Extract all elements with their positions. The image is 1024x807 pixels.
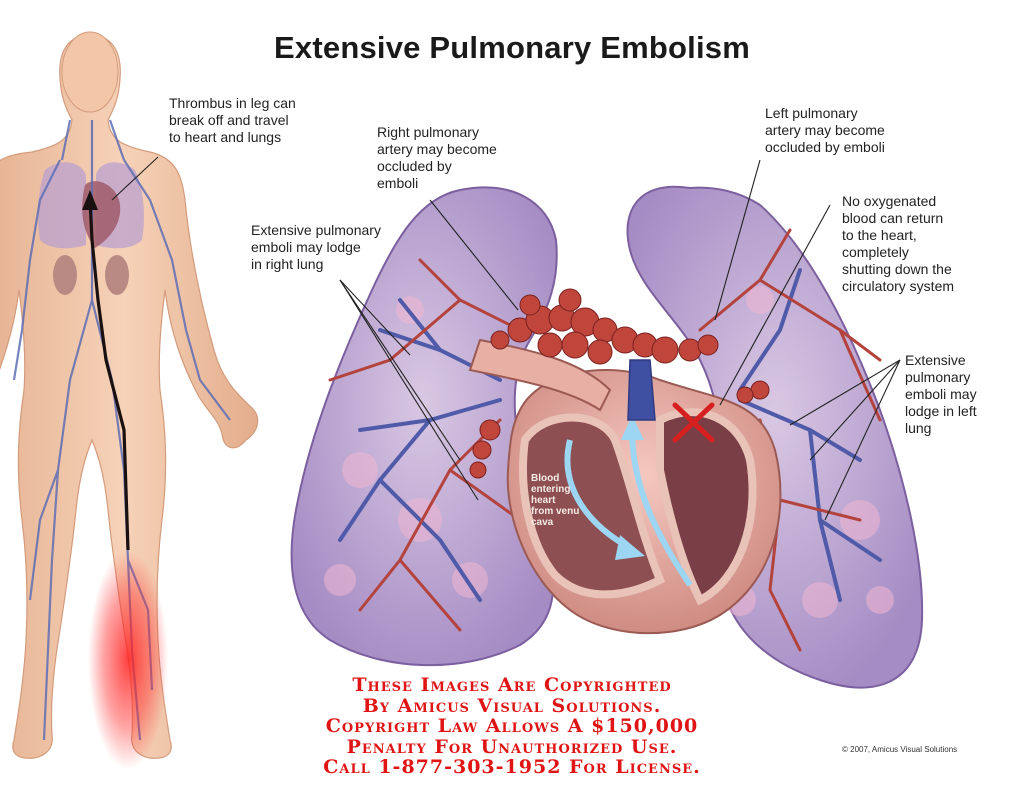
heart-group	[468, 338, 782, 635]
body-lungs	[37, 162, 144, 249]
blood-flow-arrow-down	[564, 439, 632, 551]
occlusion-x-mark	[672, 402, 715, 443]
notice-line: These Images Are Copyrighted	[352, 674, 672, 696]
vena-cava	[627, 359, 656, 421]
thrombus-path	[88, 199, 130, 551]
notice-line: Call 1-877-303-1952 For License.	[323, 756, 701, 778]
label-thrombus: Thrombus in leg can break off and travel…	[169, 95, 296, 145]
lungs-group	[290, 185, 924, 689]
label-blood-entering: Blood entering heart from venu cava	[531, 473, 580, 528]
blood-flow-arrow-up	[629, 429, 693, 587]
credit-text: © 2007, Amicus Visual Solutions	[842, 745, 958, 754]
human-body-figure	[0, 31, 259, 770]
label-no-oxygen: No oxygenated blood can return to the he…	[842, 193, 955, 294]
heart-chamber-left	[656, 408, 757, 606]
blood-flow-arrow-down-head	[615, 535, 645, 560]
notice-line: By Amicus Visual Solutions.	[362, 694, 662, 717]
copyright-notice: These Images Are Copyrighted By Amicus V…	[300, 675, 724, 778]
label-left-artery: Left pulmonary artery may become occlude…	[765, 105, 885, 155]
label-right-lung-emboli: Extensive pulmonary emboli may lodge in …	[251, 222, 381, 272]
notice-line: Penalty For Unauthorized Use.	[346, 735, 678, 758]
body-kidney-left	[53, 255, 77, 295]
diagram-title: Extensive Pulmonary Embolism	[274, 30, 750, 65]
label-right-artery: Right pulmonary artery may become occlud…	[377, 124, 497, 191]
notice-line: Copyright Law Allows A $150,000	[325, 715, 699, 737]
pointer-lines	[111, 156, 901, 521]
head	[61, 31, 119, 113]
emboli-clumps	[469, 288, 770, 479]
body-kidney-right	[105, 255, 129, 295]
leg-thrombus-glow	[88, 550, 168, 770]
lung-veins	[338, 268, 882, 602]
thrombus-arrow-head	[82, 190, 98, 210]
left-lung	[626, 185, 924, 689]
pulmonary-trunk	[468, 338, 612, 412]
label-left-lung-emboli: Extensive pulmonary emboli may lodge in …	[905, 352, 977, 436]
blood-flow-arrow-up-head	[621, 415, 644, 440]
